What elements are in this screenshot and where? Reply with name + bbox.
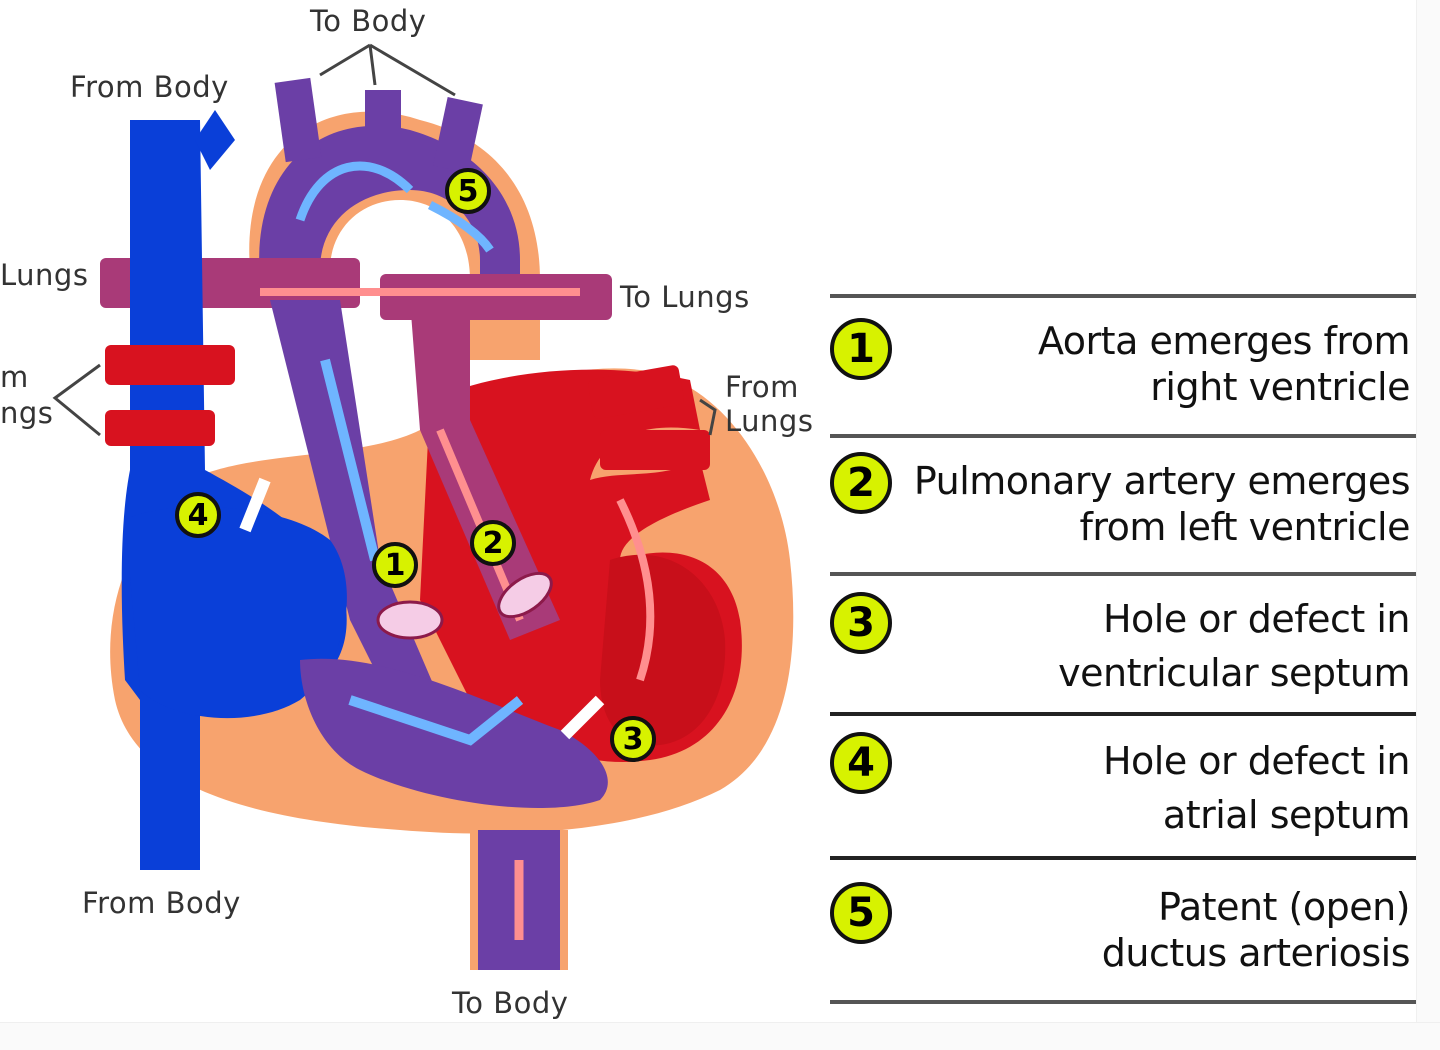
pulmonary-vein-right-1 (588, 365, 684, 419)
flow-arrow-blue-ductus (427, 200, 494, 253)
key-badge-5: 5 (830, 882, 892, 944)
key-badge-2: 2 (830, 452, 892, 514)
key-divider (830, 572, 1416, 576)
aortic-valve (376, 600, 444, 640)
key-text-4-line2: atrial septum (1162, 793, 1411, 837)
aorta-branch-3 (433, 97, 483, 173)
vena-cava-branch (195, 110, 235, 170)
key-text-2-line1: Pulmonary artery emerges (913, 459, 1411, 503)
pulmonary-vein-left-1 (105, 345, 235, 385)
defect-arrow-ventricular (560, 695, 605, 740)
to-body-branch-lines (319, 43, 456, 97)
heart-diagram (52, 43, 794, 970)
label-to-body-top: To Body (310, 4, 427, 38)
pulmonary-vein-left-2 (105, 410, 215, 446)
key-text-4-line1: Hole or defect in (1102, 739, 1411, 783)
flow-arrow-pink-lv (616, 498, 655, 682)
descending-aorta-tissue-right (560, 830, 568, 970)
from-lungs-left-bracket (52, 363, 101, 437)
key-text-2-line2: from left ventricle (1079, 505, 1411, 549)
descending-aorta-tissue (470, 830, 478, 970)
left-ventricle (600, 554, 726, 746)
flow-arrow-blue-lower (348, 695, 524, 746)
defect-arrow-atrial (239, 477, 271, 533)
key-text-1-line1: Aorta emerges from (1037, 319, 1411, 363)
label-from-body-top: From Body (70, 70, 229, 104)
from-lungs-right-bracket (699, 398, 717, 436)
key-badge-3: 3 (830, 592, 892, 654)
pulmonary-vein-right-2 (600, 430, 710, 470)
marker-2: 2 (470, 520, 516, 566)
key-divider (830, 294, 1416, 298)
aorta-trunk (270, 300, 520, 760)
flow-arrow-blue-aorta (320, 358, 380, 562)
label-from-lungs-right-2: Lungs (725, 404, 814, 438)
background-panel (1416, 0, 1440, 1049)
label-to-lungs-right: To Lungs (620, 280, 750, 314)
background-strip (0, 1022, 1440, 1050)
key-text-3: Hole or defect in ventricular septum (1058, 592, 1410, 700)
key-divider (830, 856, 1416, 860)
key-text-5-line2: ductus arteriosis (1101, 931, 1411, 975)
marker-5: 5 (445, 168, 491, 214)
key-text-3-line2: ventricular septum (1058, 651, 1410, 695)
key-text-1-line2: right ventricle (1150, 365, 1410, 409)
aorta-branch-2 (365, 90, 401, 160)
key-badge-1: 1 (830, 318, 892, 380)
label-from-lungs-right-1: From (725, 370, 799, 404)
key-divider (830, 434, 1416, 438)
flow-arrow-blue-arch (295, 161, 414, 222)
label-to-body-bottom: To Body (452, 986, 569, 1020)
key-text-5-line1: Patent (open) (1158, 885, 1410, 929)
label-from-lungs-left-1: m (0, 360, 29, 394)
key-text-2: Pulmonary artery emerges from left ventr… (913, 458, 1411, 550)
key-badge-4: 4 (830, 732, 892, 794)
pulmonary-trunk (410, 300, 560, 640)
key-divider (830, 1000, 1416, 1004)
marker-3: 3 (610, 716, 656, 762)
key-text-5: Patent (open) ductus arteriosis (1101, 884, 1411, 976)
label-from-lungs-left-2: ngs (0, 396, 54, 430)
marker-4: 4 (175, 492, 221, 538)
key-divider (830, 712, 1416, 716)
label-lungs-left: Lungs (0, 258, 89, 292)
right-atrium (125, 506, 347, 719)
label-from-body-bottom: From Body (82, 886, 241, 920)
key-text-4: Hole or defect in atrial septum (1102, 734, 1411, 842)
marker-1: 1 (372, 542, 418, 588)
key-text-3-line1: Hole or defect in (1102, 597, 1411, 641)
aorta-branch-1 (274, 77, 322, 163)
pulmonary-valve (497, 571, 553, 619)
key-text-1: Aorta emerges from right ventricle (1037, 318, 1411, 410)
